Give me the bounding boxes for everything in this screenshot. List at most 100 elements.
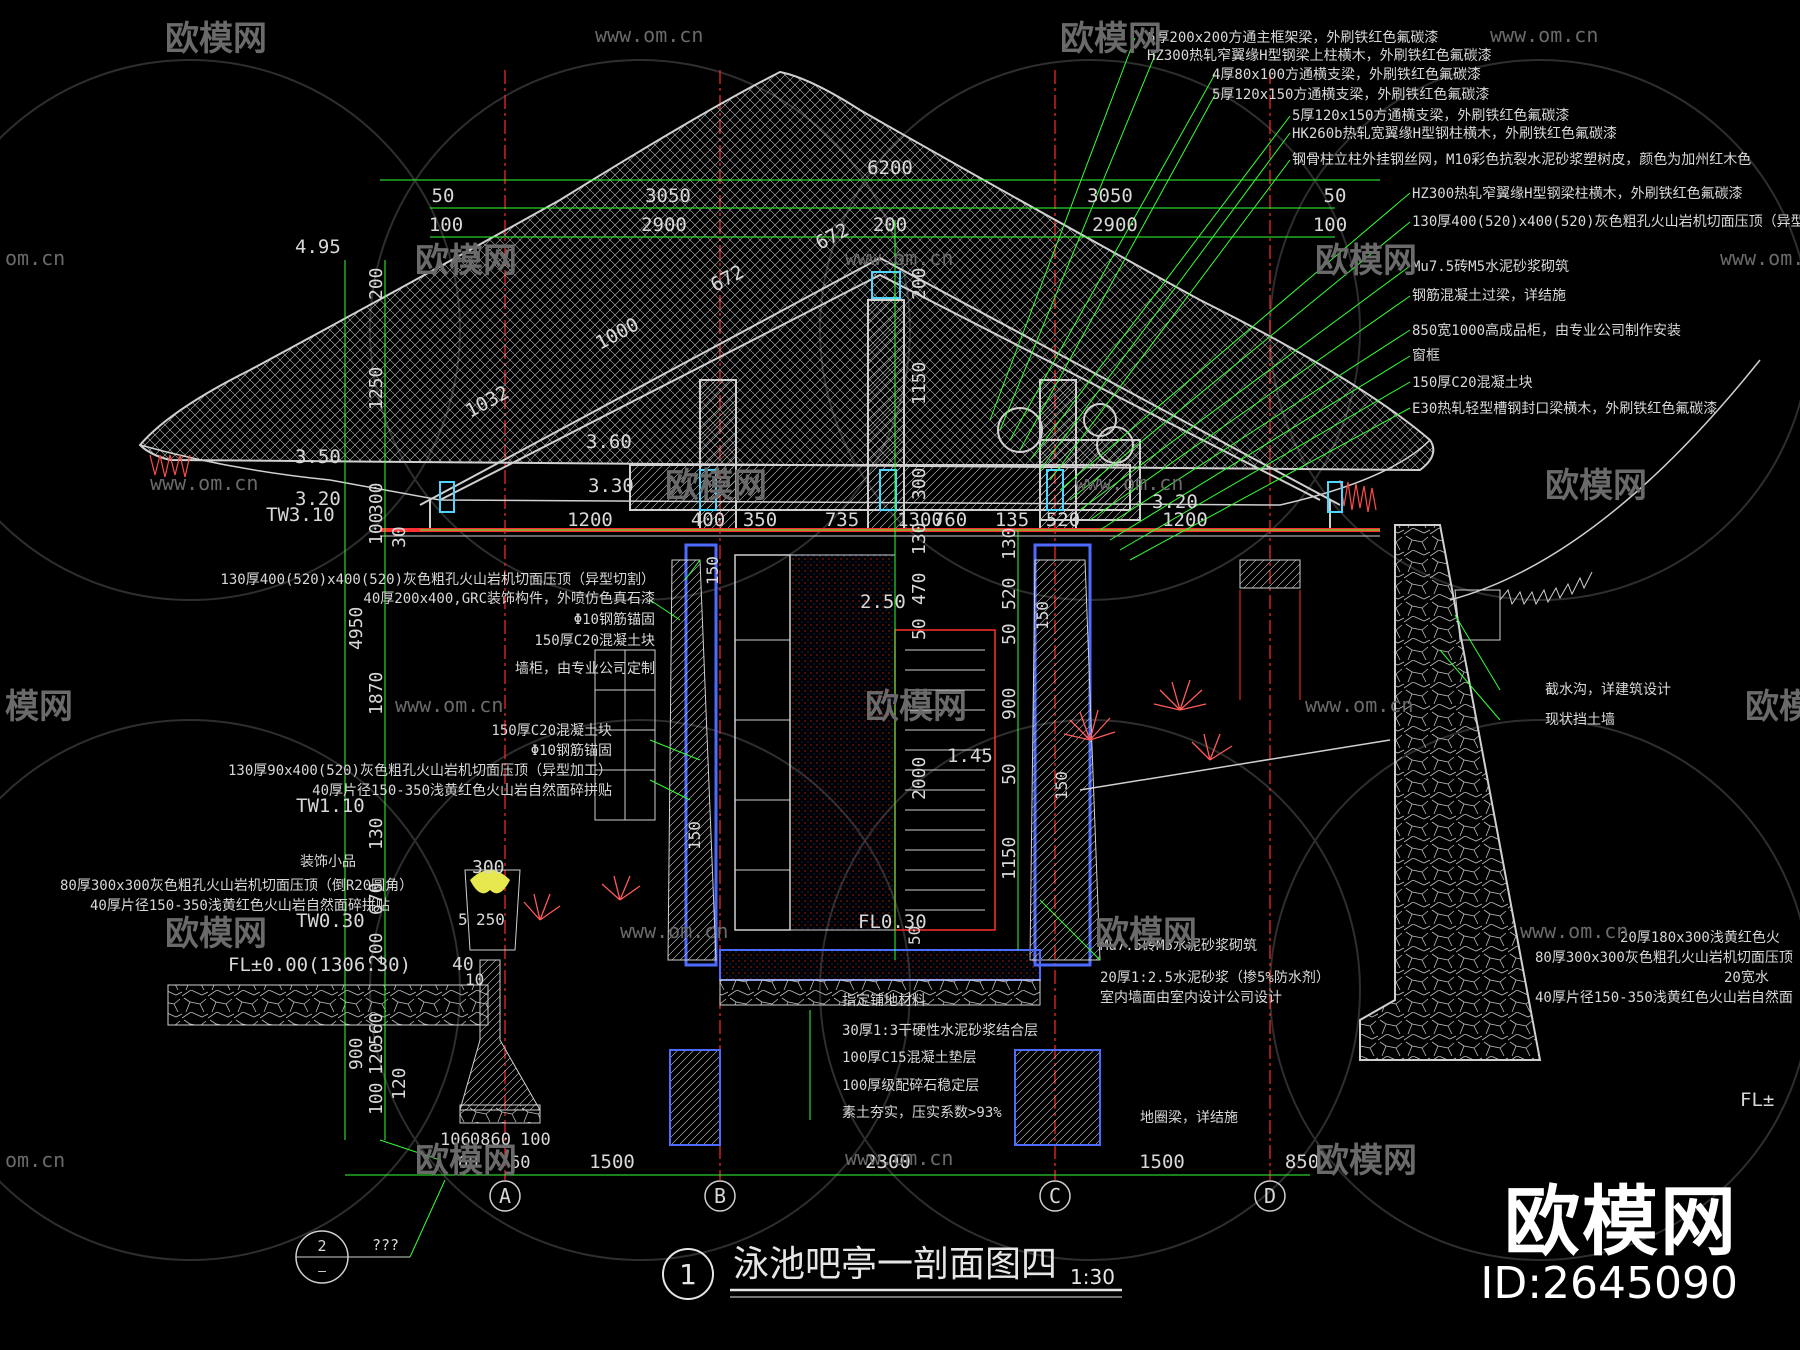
- wm-brand-7: 欧模网: [865, 687, 967, 727]
- dim-beam-135: 135: [995, 509, 1029, 531]
- ref-bottom: —: [318, 1264, 326, 1279]
- dim-bl-0860: 0860: [470, 1130, 511, 1150]
- elev-fl-0: FL±0.00(1306.30): [228, 954, 411, 976]
- axis-bubble-d: [1254, 1180, 1286, 1212]
- vdim-l-560: 560: [366, 1012, 387, 1045]
- callout-l-11: 40厚片径150-350浅黄红色火山岩自然面碎拼贴: [90, 897, 390, 914]
- foundations: [167, 869, 1101, 1146]
- misc-150-a: 150: [703, 556, 722, 585]
- callout-tr-12: 窗框: [1412, 347, 1440, 364]
- wm-url-short-1: om.cn: [5, 246, 65, 270]
- dim-top-50-left: 50: [432, 185, 455, 207]
- dim-top-3050-left: 3050: [645, 185, 691, 207]
- vdim-l-30: 30: [389, 526, 410, 548]
- drawing-title: 1 泳池吧亭一剖面图四 1:30: [662, 1244, 1122, 1300]
- misc-150-b: 150: [1033, 601, 1052, 630]
- misc-250: 250: [476, 910, 505, 929]
- vdim-l-120b: 120: [389, 1067, 410, 1100]
- dim-beam-1200-left: 1200: [567, 509, 613, 531]
- vdim-l-300: 300: [366, 482, 387, 515]
- callout-tr-9: Mu7.5砖M5水泥砂浆砌筑: [1412, 259, 1569, 275]
- section-reference: 2 — ???: [295, 1179, 446, 1284]
- dim-beam-400: 400: [691, 509, 725, 531]
- callout-tr-11: 850宽1000高成品柜，由专业公司制作安装: [1412, 322, 1681, 339]
- callout-tr-0: 6厚200x200方通主框架梁，外刷铁红色氟碳漆: [1147, 29, 1438, 46]
- dim-bottom-2300: 2300: [865, 1151, 911, 1173]
- misc-5: 5: [458, 910, 468, 929]
- elev-tw0-30: TW0.30: [296, 910, 365, 932]
- callout-tr-1: HZ300热轧窄翼缘H型钢梁上柱横木，外刷铁红色氟碳漆: [1147, 47, 1492, 64]
- dim-beam-350: 350: [743, 509, 777, 531]
- vdim-r-900: 900: [999, 687, 1020, 720]
- wm-brand-6: 欧模网: [1545, 466, 1647, 506]
- elev-tw3-10: TW3.10: [266, 504, 335, 526]
- dim-beam-1200-right: 1200: [1162, 509, 1208, 531]
- vdim-l-130: 130: [366, 817, 387, 850]
- wm-brand-8: 欧模网: [1745, 687, 1800, 727]
- callout-tr-3: 5厚120x150方通横支梁，外刷铁红色氟碳漆: [1212, 86, 1489, 103]
- callout-r-2: 20厚180x300浅黄红色火: [1620, 929, 1780, 946]
- wm-brand-10: 欧模网: [1095, 914, 1197, 954]
- plants: [523, 679, 1233, 921]
- callout-l-6: Φ10钢筋锚固: [531, 742, 612, 759]
- vdim-r-50b: 50: [999, 763, 1020, 785]
- wm-url-10: www.om.cn: [1520, 919, 1628, 943]
- dim-beam-1300: 1300: [897, 509, 943, 531]
- elev-3-50: 3.50: [295, 446, 341, 468]
- elev-fl-pm: FL±: [1740, 1089, 1774, 1111]
- callout-f-0: Mu7.5砖M5水泥砂浆砌筑: [1100, 938, 1257, 954]
- callout-f-4: 30厚1:3干硬性水泥砂浆结合层: [842, 1023, 1038, 1039]
- dim-bl-100: 100: [520, 1130, 551, 1150]
- vdim-r-50: 50: [999, 623, 1020, 645]
- elevation-marks: 4.95 3.50 3.20 3.60 3.30 2.50 1.45 3.20 …: [228, 236, 1774, 1111]
- dim-bottom-850: 850: [1285, 1151, 1319, 1173]
- dim-bl-60b: 60: [510, 1153, 530, 1173]
- misc-300: 300: [472, 857, 505, 878]
- wm-url-8: www.om.cn: [1305, 693, 1413, 717]
- callout-tr-13: 150厚C20混凝土块: [1412, 375, 1533, 391]
- wm-url-6: www.om.cn: [1075, 471, 1183, 495]
- callout-r-3: 80厚300x300灰色粗孔火山岩机切面压顶（倒R: [1535, 949, 1800, 966]
- wm-brand-12: 欧模网: [1315, 1141, 1417, 1181]
- title-text: 泳池吧亭一剖面图四: [733, 1244, 1057, 1285]
- wm-brand-4: 欧模网: [1315, 241, 1417, 281]
- brand-logo-text: 欧模网: [1504, 1177, 1738, 1266]
- callout-tr-8: 130厚400(520)x400(520)灰色粗孔火山岩机切面压顶（异型切割）: [1412, 213, 1800, 230]
- wm-brand-9: 欧模网: [165, 914, 267, 954]
- dim-top-3050-right: 3050: [1087, 185, 1133, 207]
- callout-r-1: 现状挡土墙: [1545, 712, 1615, 728]
- vdim-l-900: 900: [346, 1037, 367, 1070]
- title-number: 1: [679, 1258, 697, 1291]
- callout-f-8: 地圈梁，详结施: [1140, 1110, 1238, 1126]
- vertical-dimension-texts: 200 1250 300 100 30 4950 1870 130 670 20…: [346, 267, 1071, 1115]
- wm-url-5: www.om.cn: [150, 471, 258, 495]
- callout-f-7: 素土夯实，压实系数>93%: [842, 1105, 1002, 1121]
- callout-l-7: 130厚90x400(520)灰色粗孔火山岩机切面压顶（异型加工）: [228, 762, 612, 779]
- callout-tr-2: 4厚80x100方通横支梁，外刷铁红色氟碳漆: [1212, 66, 1481, 83]
- brand-id: ID:2645090: [1480, 1258, 1738, 1309]
- dim-beam-760: 760: [933, 509, 967, 531]
- retaining-wall: [1079, 359, 1761, 1061]
- elev-3-20-right: 3.20: [1152, 491, 1198, 513]
- callout-r-0: 截水沟，详建筑设计: [1545, 682, 1671, 698]
- callout-f-5: 100厚C15混凝土垫层: [842, 1050, 977, 1066]
- axis-label-a: A: [499, 1184, 511, 1208]
- vdim-l-1870: 1870: [366, 672, 387, 715]
- wm-brand-3: 欧模网: [415, 241, 517, 281]
- callouts-top-right: 6厚200x200方通主框架梁，外刷铁红色氟碳漆 HZ300热轧窄翼缘H型钢梁上…: [1147, 29, 1800, 417]
- callout-f-6: 100厚级配碎石稳定层: [842, 1078, 979, 1094]
- wm-url-2: www.om.cn: [1490, 23, 1598, 47]
- wm-url-4: www.om.cn: [1720, 246, 1800, 270]
- axis-label-d: D: [1264, 1184, 1276, 1208]
- callout-tr-5: HK260b热轧宽翼缘H型钢柱横木，外刷铁红色氟碳漆: [1292, 125, 1617, 142]
- vdim-l-670: 670: [366, 882, 387, 915]
- misc-40: 40: [452, 954, 474, 975]
- callout-l-8: 40厚片径150-350浅黄红色火山岩自然面碎拼贴: [312, 782, 612, 799]
- dim-row3-2900-left: 2900: [641, 214, 687, 236]
- wm-url-1: www.om.cn: [595, 23, 703, 47]
- axis-bubble-a: [489, 1180, 521, 1212]
- pavilion-walls: [594, 543, 1301, 967]
- vdim-c-200: 200: [909, 267, 930, 300]
- wm-brand-2: 欧模网: [1060, 19, 1162, 59]
- roof-frame: [419, 256, 1343, 531]
